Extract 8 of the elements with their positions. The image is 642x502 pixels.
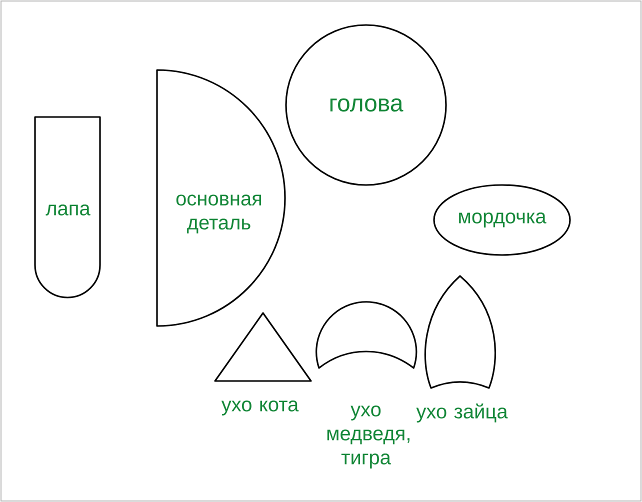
node-label: ухо медведя, тигра	[327, 406, 410, 468]
paw-piece: лапа	[34, 116, 101, 298]
body-piece: основная деталь	[156, 69, 286, 327]
muzzle-oval: мордочка	[433, 184, 571, 256]
node-label: ухо зайца	[416, 404, 508, 422]
node-label: ухо кота	[221, 400, 299, 416]
hare-ear-piece: ухо зайца	[416, 275, 508, 422]
bear-ear-piece: ухо медведя, тигра	[316, 301, 418, 468]
